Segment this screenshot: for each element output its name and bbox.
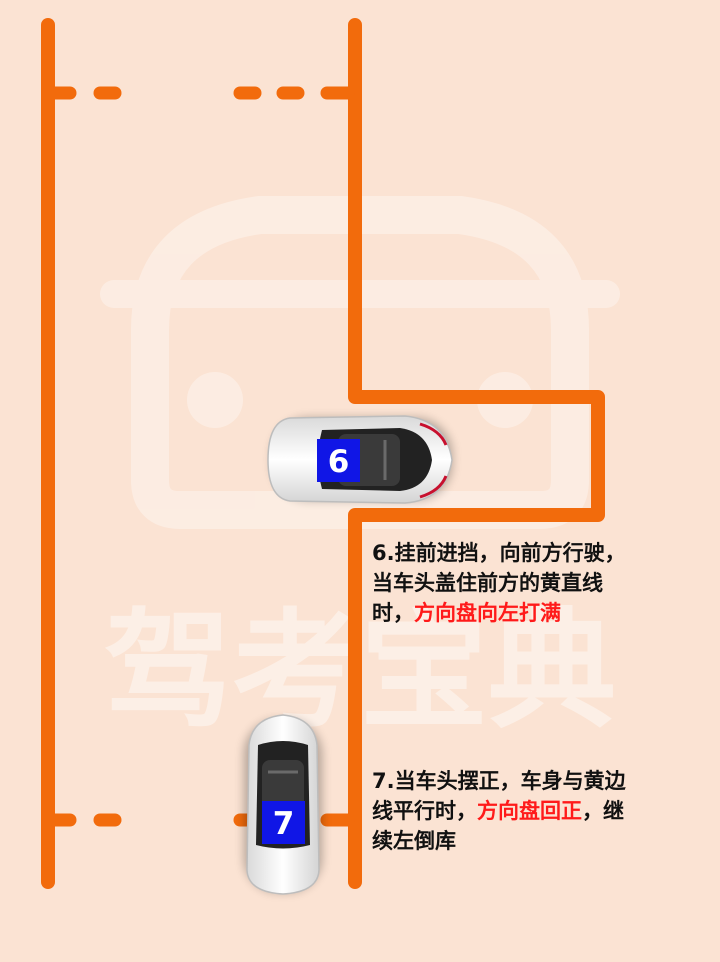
- car-6: 6: [267, 415, 453, 504]
- step-6-line-2: 当车头盖住前方的黄直线: [372, 571, 603, 595]
- step-6-badge-label: 6: [328, 444, 350, 480]
- step-6-highlight: 方向盘向左打满: [414, 601, 561, 625]
- step-7-line-2: 线平行时，方向盘回正，继: [372, 796, 672, 826]
- step-6-badge: [317, 439, 360, 482]
- parking-bay-outline: [348, 18, 605, 889]
- step-7-line-3: 续左倒库: [372, 829, 456, 853]
- step-7-line-2-suffix: ，继: [582, 799, 624, 823]
- step-6-line-3: 时，方向盘向左打满: [372, 598, 692, 628]
- step-7-line-2-prefix: 线平行时，: [372, 799, 477, 823]
- step-6-line-3-prefix: 时，: [372, 601, 414, 625]
- lane-markings: [41, 18, 605, 889]
- step-7-instruction: 7.当车头摆正，车身与黄边 线平行时，方向盘回正，继 续左倒库: [372, 766, 672, 856]
- step-6-instruction: 6.挂前进挡，向前方行驶， 当车头盖住前方的黄直线 时，方向盘向左打满: [372, 538, 692, 628]
- step-7-badge: [262, 801, 305, 844]
- car-7: 7: [244, 714, 322, 895]
- step-6-line-1: 6.挂前进挡，向前方行驶，: [372, 541, 626, 565]
- step-7-highlight: 方向盘回正: [477, 799, 582, 823]
- step-7-line-1: 7.当车头摆正，车身与黄边: [372, 769, 626, 793]
- step-7-badge-label: 7: [273, 806, 295, 842]
